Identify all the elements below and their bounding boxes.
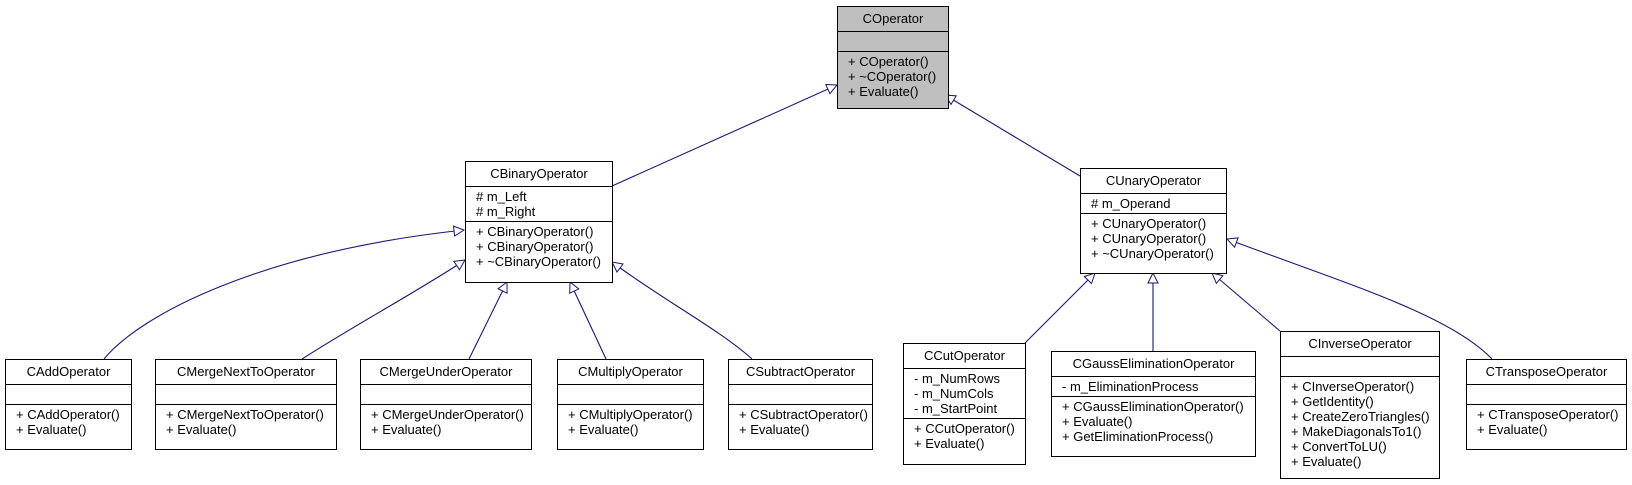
method: + ~COperator(): [848, 69, 937, 84]
edge-cmergeunder-to-cbinary: [468, 282, 507, 360]
attributes-section: [6, 384, 131, 404]
methods-section: + CBinaryOperator() + CBinaryOperator() …: [466, 221, 612, 271]
method: + CTransposeOperator(): [1477, 407, 1619, 422]
method: + GetIdentity(): [1291, 394, 1374, 409]
attributes-section: [729, 384, 872, 404]
methods-section: + CSubtractOperator() + Evaluate(): [729, 404, 872, 439]
attribute: # m_Right: [476, 204, 536, 219]
method: + Evaluate(): [1062, 414, 1133, 429]
methods-section: + CMergeNextToOperator() + Evaluate(): [156, 404, 336, 439]
method: + CSubtractOperator(): [739, 407, 868, 422]
class-name: CCutOperator: [924, 348, 1005, 363]
method: + GetEliminationProcess(): [1062, 429, 1214, 444]
method: + Evaluate(): [371, 422, 442, 437]
methods-section: + CAddOperator() + Evaluate(): [6, 404, 131, 439]
class-name: CUnaryOperator: [1105, 173, 1202, 188]
method: + CUnaryOperator(): [1091, 216, 1207, 231]
class-name: CSubtractOperator: [745, 364, 856, 379]
method: + Evaluate(): [914, 436, 985, 451]
edge-csubtract-to-cbinary: [612, 262, 753, 360]
class-name: COperator: [862, 11, 924, 26]
method: + CBinaryOperator(): [476, 224, 594, 239]
class-ctransposeoperator[interactable]: CTransposeOperator + CTransposeOperator(…: [1466, 359, 1627, 450]
attributes-section: [1281, 356, 1439, 376]
method: + Evaluate(): [1291, 454, 1362, 469]
attribute: - m_NumCols: [914, 386, 994, 401]
method: + CInverseOperator(): [1291, 379, 1415, 394]
method: + CUnaryOperator(): [1091, 231, 1207, 246]
method: + CMultiplyOperator(): [568, 407, 693, 422]
attributes-section: [361, 384, 531, 404]
class-cbinaryoperator[interactable]: CBinaryOperator # m_Left # m_Right + CBi…: [465, 161, 613, 283]
method: + CreateZeroTriangles(): [1291, 409, 1430, 424]
edge-cmultiply-to-cbinary: [570, 282, 607, 360]
edge-ctranspose-to-cunary: [1227, 239, 1493, 360]
attributes-section: - m_EliminationProcess: [1052, 376, 1255, 396]
method: + CMergeUnderOperator(): [371, 407, 524, 422]
attributes-section: [1467, 384, 1626, 404]
method: + Evaluate(): [739, 422, 810, 437]
class-name: CMultiplyOperator: [578, 364, 683, 379]
edge-cadd-to-cbinary: [103, 230, 464, 360]
attributes-section: # m_Left # m_Right: [466, 186, 612, 221]
methods-section: + CCutOperator() + Evaluate(): [904, 418, 1025, 453]
method: + ~CBinaryOperator(): [476, 254, 601, 269]
attribute: - m_NumRows: [914, 371, 1000, 386]
class-cmultiplyoperator[interactable]: CMultiplyOperator + CMultiplyOperator() …: [557, 359, 704, 450]
methods-section: + CMergeUnderOperator() + Evaluate(): [361, 404, 531, 439]
class-name: CInverseOperator: [1308, 336, 1412, 351]
class-cgausseliminationoperator[interactable]: CGaussEliminationOperator - m_Eliminatio…: [1051, 351, 1256, 457]
method: + MakeDiagonalsTo1(): [1291, 424, 1422, 439]
method: + COperator(): [848, 54, 929, 69]
attributes-section: # m_Operand: [1081, 193, 1226, 213]
edge-cunary-to-coperator: [945, 95, 1081, 177]
attributes-section: [838, 31, 948, 51]
methods-section: + COperator() + ~COperator() + Evaluate(…: [838, 51, 948, 101]
method: + CBinaryOperator(): [476, 239, 594, 254]
attributes-section: [156, 384, 336, 404]
method: + Evaluate(): [16, 422, 87, 437]
method: + CGaussEliminationOperator(): [1062, 399, 1244, 414]
class-cmergeunderoperator[interactable]: CMergeUnderOperator + CMergeUnderOperato…: [360, 359, 532, 450]
method: + Evaluate(): [166, 422, 237, 437]
method: + Evaluate(): [848, 84, 919, 99]
methods-section: + CUnaryOperator() + CUnaryOperator() + …: [1081, 213, 1226, 263]
edge-cinverse-to-cunary: [1212, 273, 1281, 332]
class-name: CMergeNextToOperator: [177, 364, 315, 379]
edge-ccut-to-cunary: [1024, 273, 1095, 344]
method: + Evaluate(): [568, 422, 639, 437]
attribute: # m_Operand: [1091, 196, 1171, 211]
methods-section: + CMultiplyOperator() + Evaluate(): [558, 404, 703, 439]
class-ccutoperator[interactable]: CCutOperator - m_NumRows - m_NumCols - m…: [903, 343, 1026, 465]
attribute: - m_StartPoint: [914, 401, 998, 416]
class-name: CTransposeOperator: [1485, 364, 1608, 379]
method: + CCutOperator(): [914, 421, 1015, 436]
class-cunaryoperator[interactable]: CUnaryOperator # m_Operand + CUnaryOpera…: [1080, 168, 1227, 274]
method: + CAddOperator(): [16, 407, 120, 422]
class-coperator[interactable]: COperator + COperator() + ~COperator() +…: [837, 6, 949, 109]
method: + Evaluate(): [1477, 422, 1548, 437]
methods-section: + CTransposeOperator() + Evaluate(): [1467, 404, 1626, 439]
attribute: # m_Left: [476, 189, 527, 204]
edge-cbinary-to-coperator: [611, 85, 837, 187]
methods-section: + CGaussEliminationOperator() + Evaluate…: [1052, 396, 1255, 446]
method: + ~CUnaryOperator(): [1091, 246, 1214, 261]
attributes-section: [558, 384, 703, 404]
method: + CMergeNextToOperator(): [166, 407, 324, 422]
class-csubtractoperator[interactable]: CSubtractOperator + CSubtractOperator() …: [728, 359, 873, 450]
class-name: CBinaryOperator: [490, 166, 588, 181]
class-name: CAddOperator: [26, 364, 111, 379]
class-name: CMergeUnderOperator: [379, 364, 513, 379]
edge-cmergenext-to-cbinary: [301, 260, 465, 360]
method: + ConvertToLU(): [1291, 439, 1387, 454]
class-name: CGaussEliminationOperator: [1072, 356, 1235, 371]
class-caddoperator[interactable]: CAddOperator + CAddOperator() + Evaluate…: [5, 359, 132, 450]
attribute: - m_EliminationProcess: [1062, 379, 1199, 394]
attributes-section: - m_NumRows - m_NumCols - m_StartPoint: [904, 368, 1025, 418]
class-cmergenexttooperator[interactable]: CMergeNextToOperator + CMergeNextToOpera…: [155, 359, 337, 450]
class-cinverseoperator[interactable]: CInverseOperator + CInverseOperator() + …: [1280, 331, 1440, 479]
methods-section: + CInverseOperator() + GetIdentity() + C…: [1281, 376, 1439, 471]
